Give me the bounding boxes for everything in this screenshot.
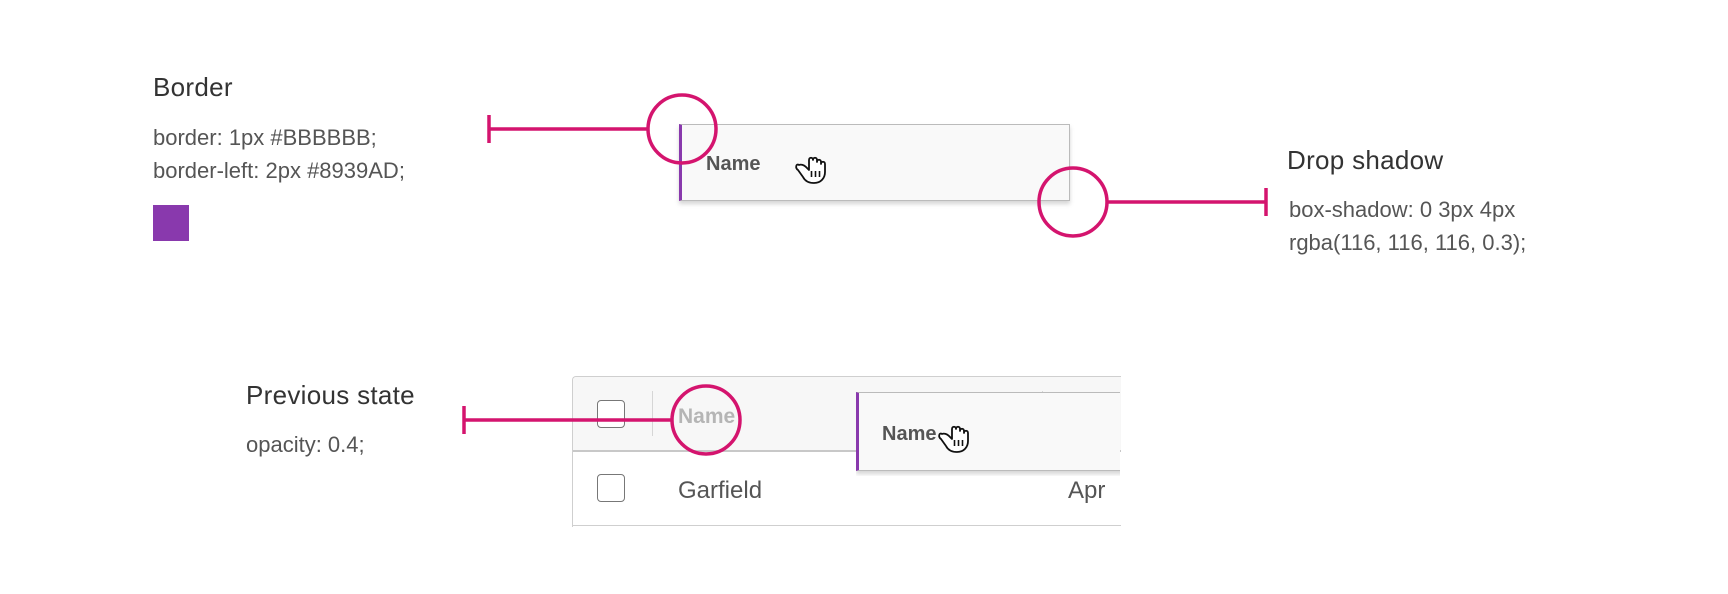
row-checkbox[interactable] xyxy=(597,474,625,502)
drop-shadow-title: Drop shadow xyxy=(1287,145,1444,175)
border-callout-circle xyxy=(646,93,718,165)
border-title: Border xyxy=(153,72,233,102)
previous-state-callout-circle xyxy=(670,384,742,456)
drop-shadow-spec-line-1: box-shadow: 0 3px 4px xyxy=(1289,197,1516,222)
dragged-header-label: Name xyxy=(706,153,761,175)
data-table: Name Garfield Apr xyxy=(572,376,1121,527)
grab-hand-icon xyxy=(792,151,828,190)
previous-state-spec: opacity: 0.4; xyxy=(246,432,365,457)
dragging-header-clip: Name xyxy=(856,392,1120,476)
column-divider xyxy=(652,391,653,436)
row-name-cell: Garfield xyxy=(678,477,763,504)
drop-shadow-spec-line-2: rgba(116, 116, 116, 0.3); xyxy=(1289,230,1527,255)
border-spec-line-2: border-left: 2px #8939AD; xyxy=(153,158,405,183)
select-all-checkbox[interactable] xyxy=(597,400,625,428)
accent-color-swatch xyxy=(153,205,189,241)
border-spec-line-1: border: 1px #BBBBBB; xyxy=(153,125,377,150)
previous-state-title: Previous state xyxy=(246,380,415,410)
row-date-cell: Apr xyxy=(1068,477,1106,504)
header-name-previous-state: Name xyxy=(678,405,736,428)
dragged-column-header[interactable]: Name xyxy=(679,124,1070,201)
dragging-column-header[interactable]: Name xyxy=(856,392,1120,471)
shadow-callout-circle xyxy=(1037,166,1109,238)
grab-hand-icon xyxy=(935,420,971,459)
dragging-header-label: Name xyxy=(882,423,937,445)
